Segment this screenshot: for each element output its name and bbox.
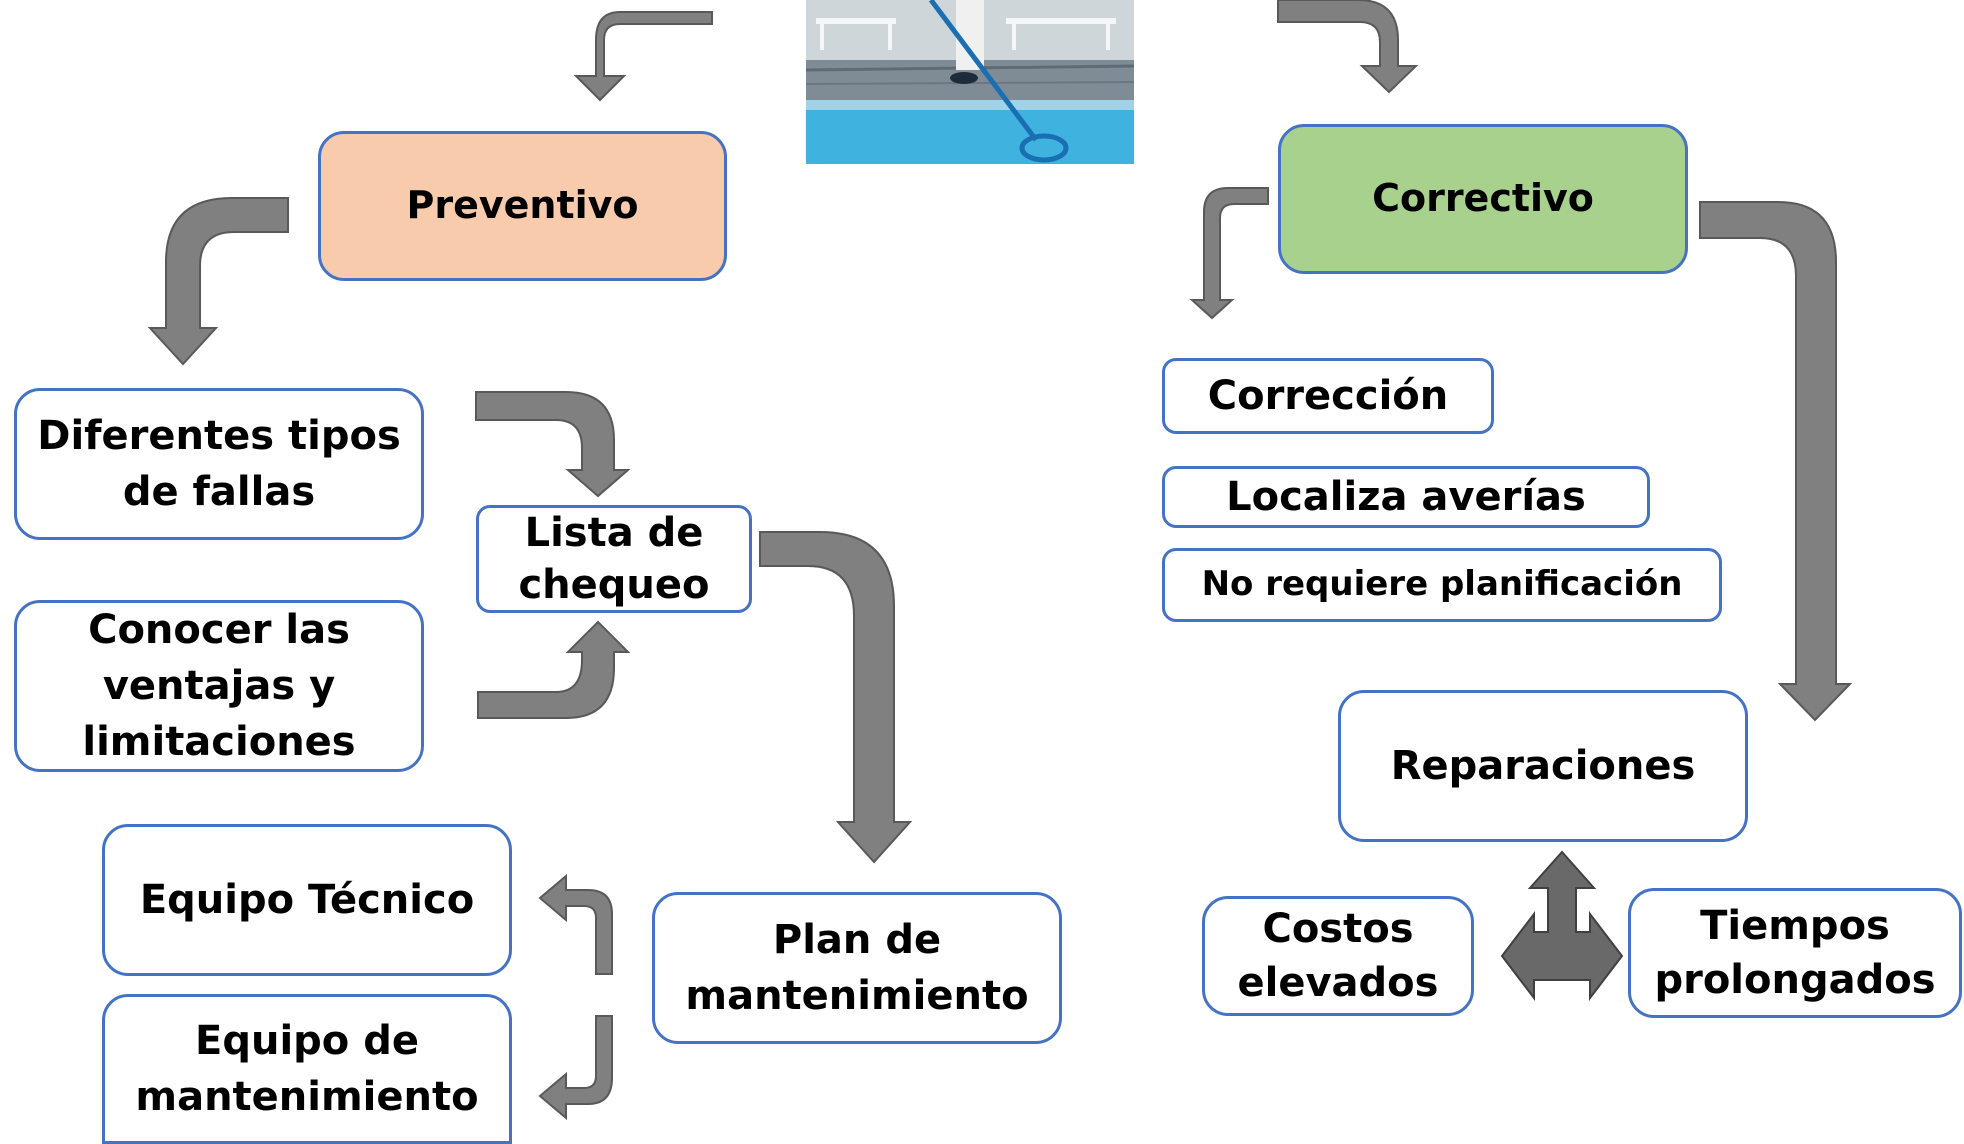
preventivo-label: Preventivo bbox=[406, 183, 639, 228]
arrow-correctivo-to-correccion bbox=[1189, 187, 1269, 320]
tiempos-box: Tiempos prolongados bbox=[1628, 888, 1962, 1018]
costos-box: Costos elevados bbox=[1202, 896, 1474, 1016]
correccion-box: Corrección bbox=[1162, 358, 1494, 434]
ventajas-label: Conocer las ventajas y limitaciones bbox=[82, 607, 356, 765]
no-planificacion-label: No requiere planificación bbox=[1201, 564, 1683, 605]
equipo-tecnico-label: Equipo Técnico bbox=[139, 877, 475, 923]
equipo-tecnico-box: Equipo Técnico bbox=[102, 824, 512, 976]
costos-label: Costos elevados bbox=[1237, 906, 1439, 1006]
correctivo-label: Correctivo bbox=[1372, 176, 1594, 221]
arrow-fallas-to-lista bbox=[475, 391, 631, 498]
arrow-ventajas-to-lista bbox=[477, 620, 631, 719]
arrow-correctivo-to-reparaciones bbox=[1699, 201, 1853, 722]
arrow-photo-to-preventivo bbox=[573, 11, 713, 102]
fallas-label: Diferentes tipos de fallas bbox=[37, 413, 401, 515]
arrow-lista-to-plan bbox=[759, 531, 913, 864]
pool-cleaning-photo bbox=[806, 0, 1134, 164]
ventajas-box: Conocer las ventajas y limitaciones bbox=[14, 600, 424, 772]
preventivo-box: Preventivo bbox=[318, 131, 727, 281]
no-planificacion-box: No requiere planificación bbox=[1162, 548, 1722, 622]
plan-box: Plan de mantenimiento bbox=[652, 892, 1062, 1044]
equipo-mantenimiento-box: Equipo de mantenimiento bbox=[102, 994, 512, 1144]
lista-label: Lista de chequeo bbox=[518, 510, 710, 608]
plan-label: Plan de mantenimiento bbox=[685, 917, 1029, 1019]
arrow-preventivo-to-fallas bbox=[147, 197, 289, 366]
correccion-label: Corrección bbox=[1207, 373, 1449, 419]
equipo-mantenimiento-label: Equipo de mantenimiento bbox=[135, 1018, 479, 1120]
arrow-photo-to-correctivo bbox=[1277, 0, 1419, 94]
pool-cleaning-image bbox=[806, 0, 1134, 164]
arrow-plan-to-equipo-tecnico bbox=[538, 873, 613, 975]
tiempos-label: Tiempos prolongados bbox=[1654, 903, 1936, 1003]
localiza-label: Localiza averías bbox=[1226, 474, 1586, 520]
fallas-box: Diferentes tipos de fallas bbox=[14, 388, 424, 540]
arrow-plan-to-equipo-mantenimiento bbox=[538, 1015, 613, 1121]
reparaciones-three-way-arrow bbox=[1500, 850, 1624, 1001]
reparaciones-box: Reparaciones bbox=[1338, 690, 1748, 842]
correctivo-box: Correctivo bbox=[1278, 124, 1688, 274]
lista-box: Lista de chequeo bbox=[476, 505, 752, 613]
reparaciones-label: Reparaciones bbox=[1390, 743, 1696, 789]
localiza-box: Localiza averías bbox=[1162, 466, 1650, 528]
